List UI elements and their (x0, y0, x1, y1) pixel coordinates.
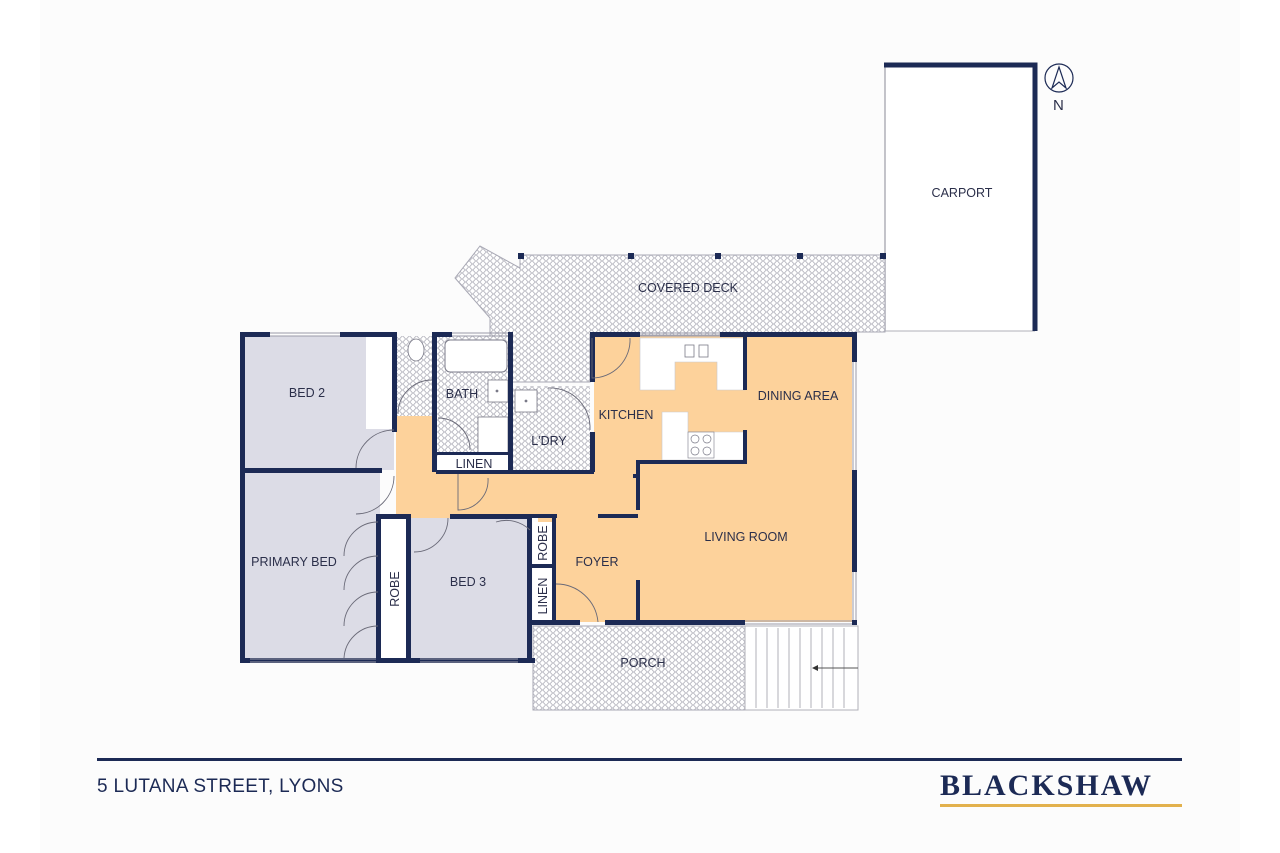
carport (884, 62, 1038, 332)
primary-bed-floor (244, 472, 380, 658)
label-foyer: FOYER (575, 555, 618, 569)
brand-underline (940, 804, 1182, 807)
label-primary-bed: PRIMARY BED (251, 555, 337, 569)
windows (250, 332, 857, 663)
walls (240, 332, 857, 663)
label-carport: CARPORT (932, 186, 993, 200)
label-linen-foyer: LINEN (536, 578, 550, 615)
label-robe-bed3: ROBE (536, 525, 550, 560)
label-living: LIVING ROOM (704, 530, 787, 544)
property-address: 5 LUTANA STREET, LYONS (97, 776, 344, 797)
entry-steps (744, 625, 859, 711)
living-zone (396, 336, 852, 622)
label-dining: DINING AREA (758, 389, 839, 403)
brand-logo: BLACKSHAW (940, 769, 1154, 802)
label-kitchen: KITCHEN (599, 408, 654, 422)
footer-divider (97, 758, 1182, 761)
label-covered-deck: COVERED DECK (638, 281, 739, 295)
compass-label: N (1053, 97, 1064, 114)
label-porch: PORCH (620, 656, 665, 670)
label-bath: BATH (446, 387, 478, 401)
label-laundry: L'DRY (531, 434, 567, 448)
label-robe-primary: ROBE (388, 571, 402, 606)
porch (532, 625, 746, 711)
label-bed2: BED 2 (289, 386, 325, 400)
north-arrow-icon (1044, 63, 1074, 93)
label-bed3: BED 3 (450, 575, 486, 589)
door-swings (343, 337, 631, 659)
label-linen-hall: LINEN (456, 457, 493, 471)
bed3-floor (410, 518, 530, 658)
